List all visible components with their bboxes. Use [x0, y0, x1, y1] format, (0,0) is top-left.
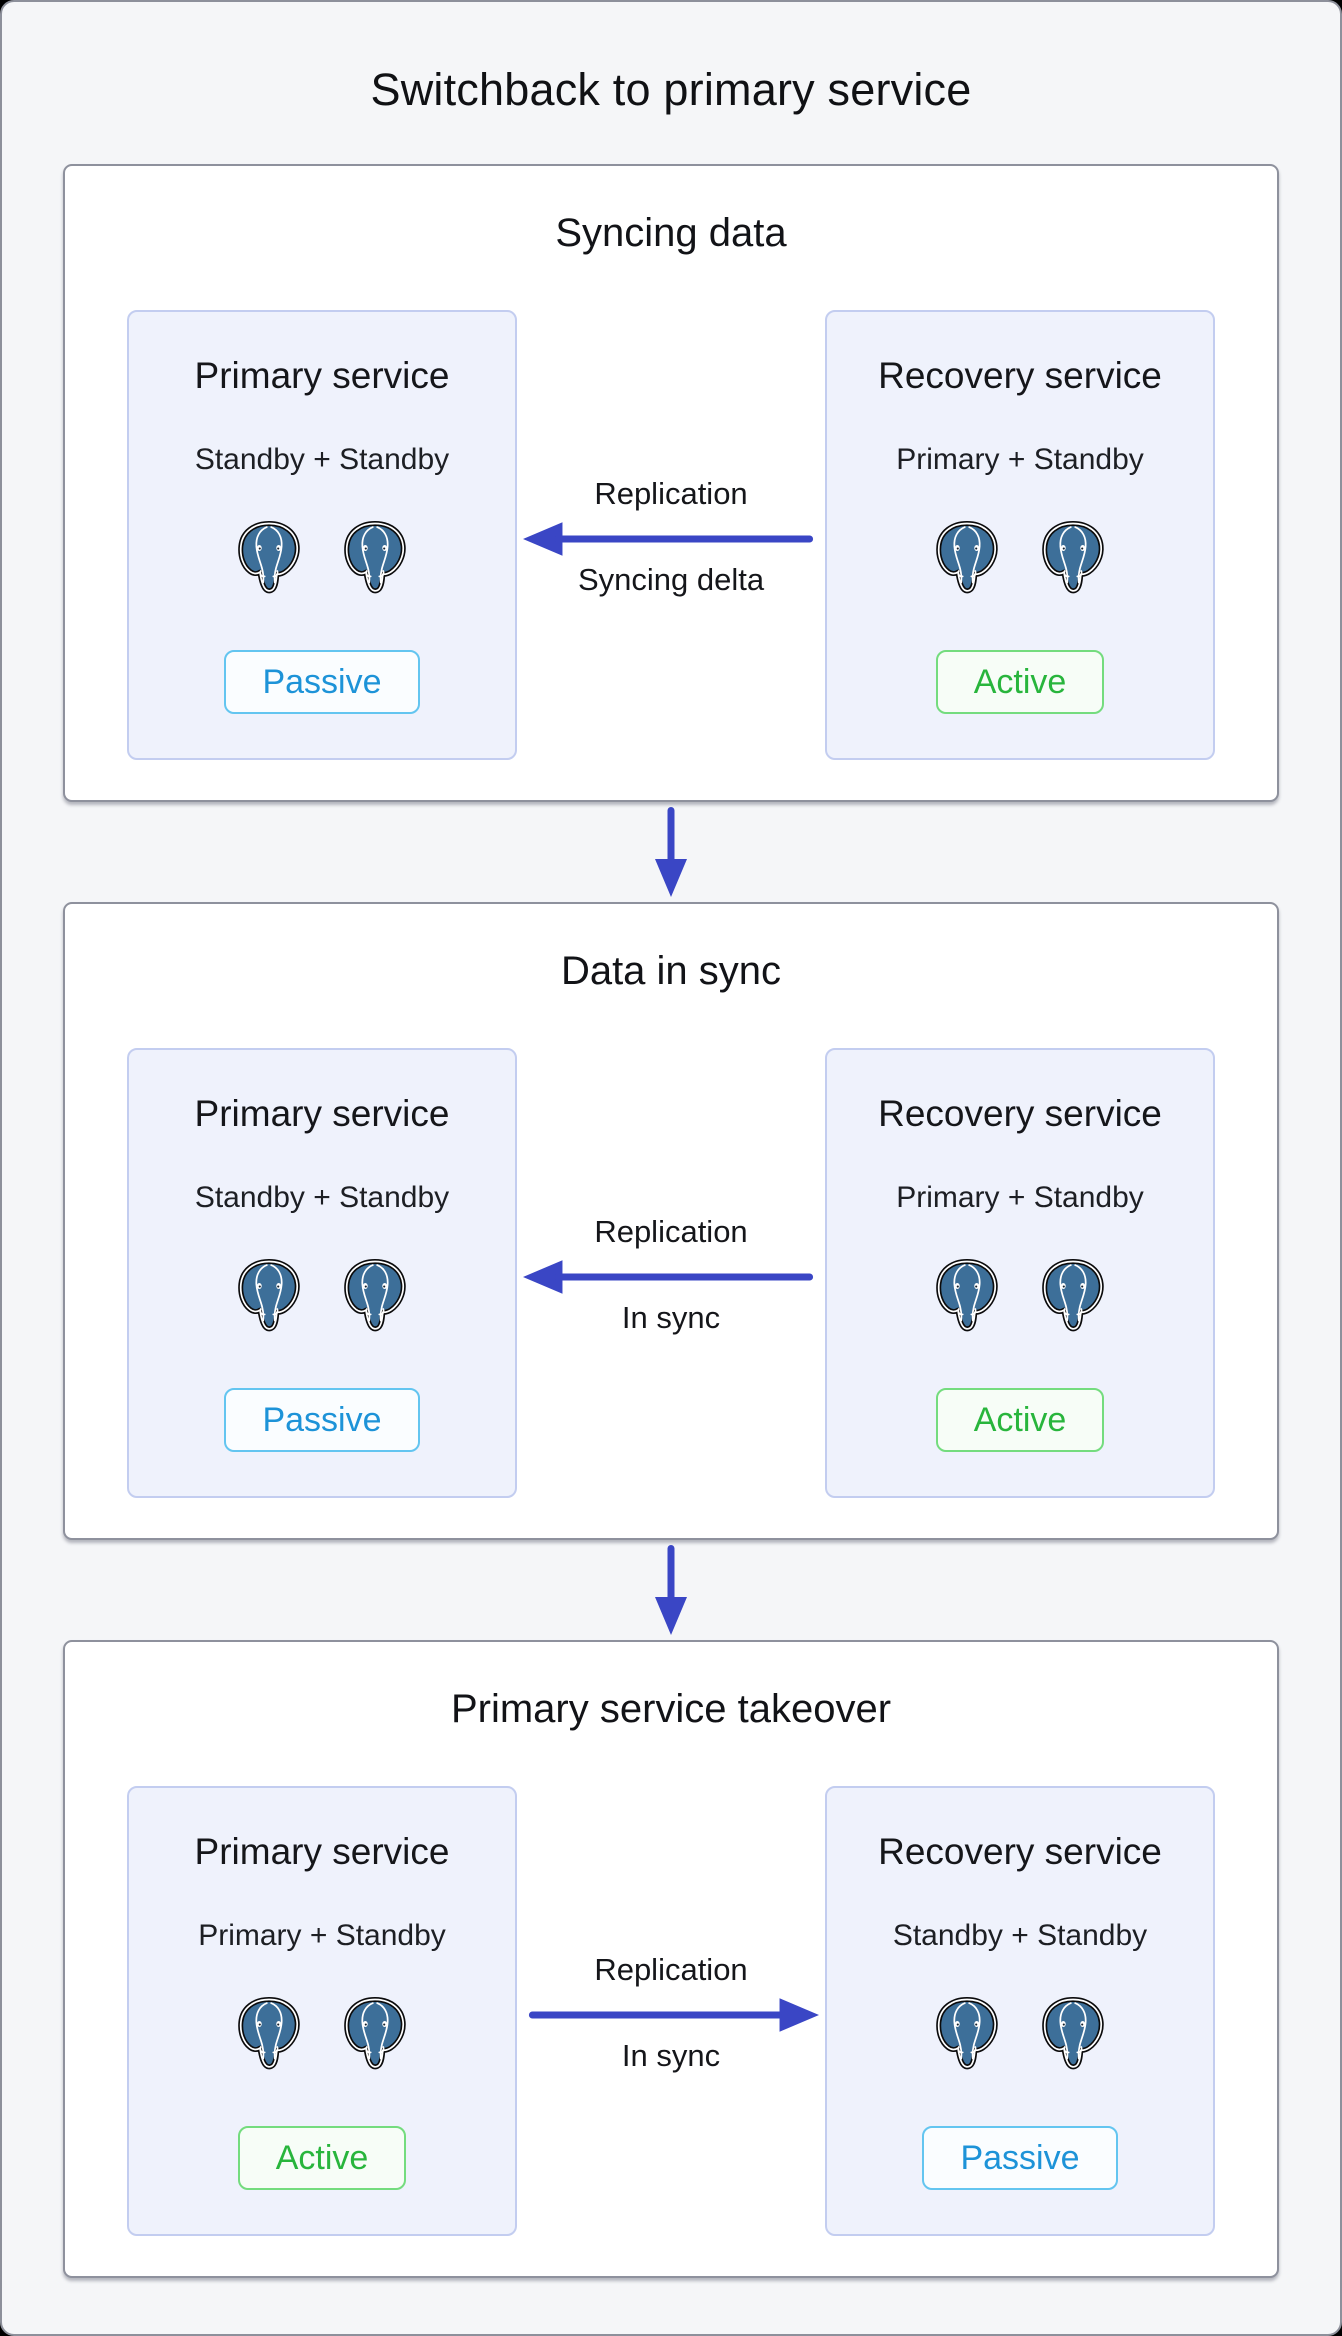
replication-label: Replication — [594, 475, 748, 511]
database-icons-row — [931, 1257, 1109, 1338]
status-badge: Passive — [922, 2125, 1118, 2190]
service-title: Primary service — [194, 1092, 450, 1134]
postgresql-elephant-icon — [339, 1995, 411, 2076]
database-icons-row — [233, 519, 411, 600]
postgresql-elephant-icon — [1037, 1995, 1109, 2076]
replication-arrow-right-icon — [528, 1997, 819, 2032]
stage-syncing-data: Syncing data Primary service Standby + S… — [63, 163, 1279, 802]
replication-flow: Replication In sync — [517, 1048, 825, 1338]
stage-data-in-sync: Data in sync Primary service Standby + S… — [63, 901, 1279, 1540]
replication-label: Replication — [594, 1951, 748, 1987]
diagram-title: Switchback to primary service — [370, 64, 972, 115]
status-badge: Active — [935, 1387, 1105, 1452]
stage-connector — [63, 802, 1279, 902]
postgresql-elephant-icon — [339, 1257, 411, 1338]
sync-status-label: In sync — [621, 1299, 721, 1335]
sync-status-label: Syncing delta — [577, 561, 765, 597]
service-title: Recovery service — [878, 1092, 1162, 1134]
service-subtitle: Standby + Standby — [892, 1918, 1148, 1952]
service-subtitle: Standby + Standby — [194, 1180, 450, 1214]
service-box-primary: Primary service Standby + Standby Passiv… — [127, 309, 517, 760]
postgresql-elephant-icon — [233, 519, 305, 600]
stage-title: Data in sync — [560, 948, 782, 993]
sync-status-label: In sync — [621, 2037, 721, 2073]
service-box-recovery: Recovery service Primary + Standby Activ… — [825, 1047, 1215, 1498]
service-box-primary: Primary service Standby + Standby Passiv… — [127, 1047, 517, 1498]
database-icons-row — [931, 519, 1109, 600]
database-icons-row — [233, 1257, 411, 1338]
status-badge: Passive — [224, 1387, 420, 1452]
postgresql-elephant-icon — [1037, 1257, 1109, 1338]
service-box-recovery: Recovery service Standby + Standby Passi… — [825, 1785, 1215, 2236]
status-badge: Active — [237, 2125, 407, 2190]
postgresql-elephant-icon — [931, 1257, 1003, 1338]
status-badge: Active — [935, 649, 1105, 714]
stage-title: Syncing data — [555, 210, 787, 255]
service-title: Primary service — [194, 354, 450, 396]
postgresql-elephant-icon — [931, 1995, 1003, 2076]
service-title: Primary service — [194, 1830, 450, 1872]
service-title: Recovery service — [878, 1830, 1162, 1872]
replication-flow: Replication In sync — [517, 1786, 825, 2076]
replication-flow: Replication Syncing delta — [517, 310, 825, 600]
flow-down-arrow-icon — [655, 806, 687, 897]
stages-container: Syncing data Primary service Standby + S… — [63, 163, 1279, 2278]
stage-body: Primary service Primary + Standby Active… — [65, 1785, 1277, 2236]
postgresql-elephant-icon — [931, 519, 1003, 600]
replication-arrow-left-icon — [523, 1259, 814, 1294]
service-subtitle: Standby + Standby — [194, 442, 450, 476]
service-box-primary: Primary service Primary + Standby Active — [127, 1785, 517, 2236]
stage-connector — [63, 1540, 1279, 1640]
postgresql-elephant-icon — [233, 1257, 305, 1338]
database-icons-row — [233, 1995, 411, 2076]
status-badge: Passive — [224, 649, 420, 714]
flow-down-arrow-icon — [655, 1544, 687, 1635]
stage-body: Primary service Standby + Standby Passiv… — [65, 309, 1277, 760]
replication-arrow-left-icon — [523, 521, 814, 556]
service-subtitle: Primary + Standby — [896, 1180, 1144, 1214]
replication-label: Replication — [594, 1213, 748, 1249]
stage-primary-takeover: Primary service takeover Primary service… — [63, 1639, 1279, 2278]
service-subtitle: Primary + Standby — [896, 442, 1144, 476]
stage-body: Primary service Standby + Standby Passiv… — [65, 1047, 1277, 1498]
database-icons-row — [931, 1995, 1109, 2076]
service-subtitle: Primary + Standby — [198, 1918, 446, 1952]
postgresql-elephant-icon — [233, 1995, 305, 2076]
service-box-recovery: Recovery service Primary + Standby Activ… — [825, 309, 1215, 760]
postgresql-elephant-icon — [1037, 519, 1109, 600]
postgresql-elephant-icon — [339, 519, 411, 600]
service-title: Recovery service — [878, 354, 1162, 396]
stage-title: Primary service takeover — [450, 1686, 892, 1731]
